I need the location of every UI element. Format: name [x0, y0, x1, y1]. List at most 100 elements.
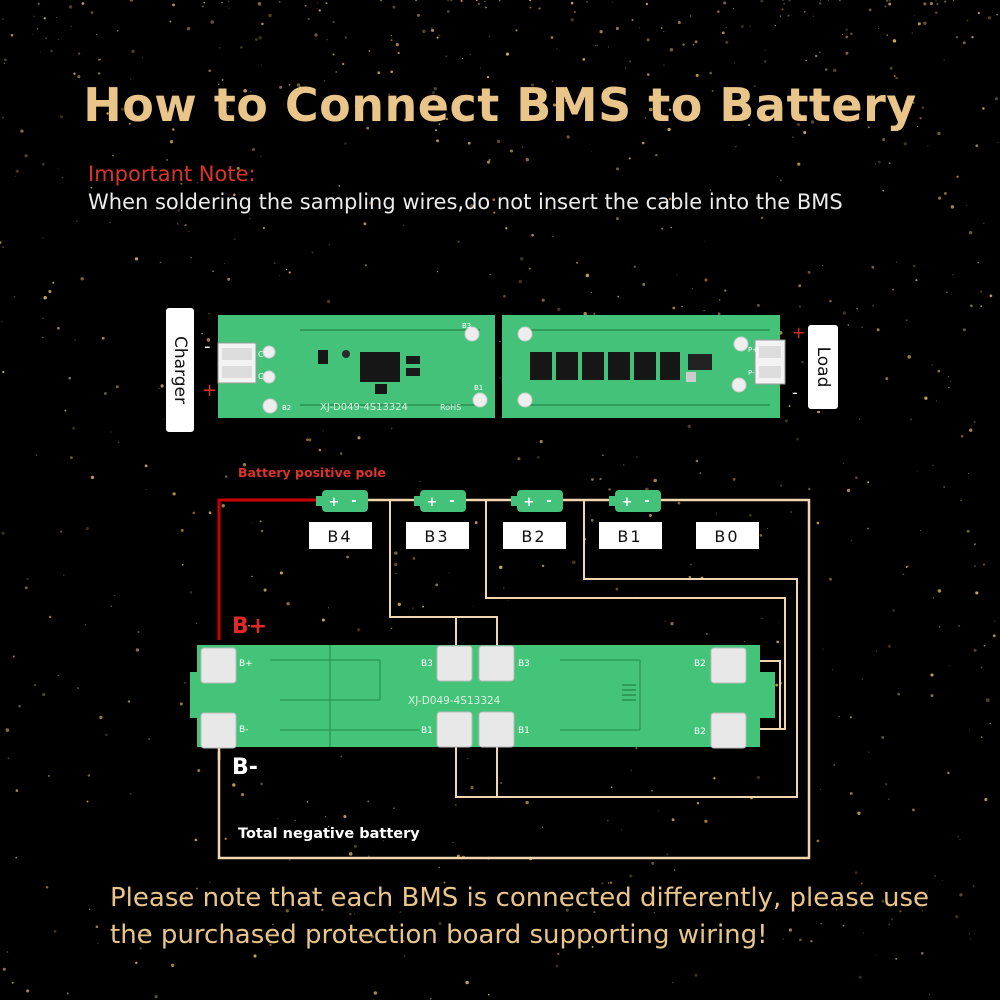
sparkle-dot	[208, 312, 210, 315]
sparkle-dot	[687, 424, 691, 429]
sparkle-dot	[636, 456, 638, 458]
sparkle-dot	[968, 729, 970, 731]
sparkle-dot	[629, 60, 632, 63]
sparkle-dot	[260, 155, 262, 157]
sparkle-dot	[15, 789, 19, 792]
sparkle-dot	[52, 281, 55, 284]
sparkle-dot	[948, 665, 950, 667]
sparkle-dot	[646, 73, 650, 76]
sparkle-dot	[713, 777, 716, 780]
sparkle-dot	[876, 328, 880, 332]
sparkle-dot	[96, 33, 98, 35]
sparkle-dot	[12, 655, 15, 658]
sparkle-dot	[438, 866, 440, 869]
sparkle-dot	[135, 208, 137, 210]
sparkle-dot	[888, 162, 891, 165]
sparkle-dot	[436, 139, 440, 143]
svg-text:B-: B-	[239, 725, 248, 735]
svg-text:B+: B+	[239, 659, 253, 669]
sparkle-dot	[660, 27, 663, 29]
sparkle-dot	[570, 18, 574, 22]
sparkle-dot	[847, 324, 850, 326]
sparkle-dot	[172, 3, 176, 7]
sparkle-dot	[749, 514, 752, 517]
sparkle-dot	[733, 7, 735, 10]
sparkle-dot	[552, 103, 557, 107]
sparkle-dot	[58, 38, 60, 40]
sparkle-dot	[321, 618, 325, 622]
sparkle-dot	[130, 793, 132, 795]
sparkle-dot	[867, 527, 869, 530]
sparkle-dot	[278, 275, 280, 277]
sparkle-dot	[653, 912, 655, 914]
sparkle-dot	[5, 728, 10, 732]
sparkle-dot	[430, 27, 433, 29]
sparkle-dot	[808, 487, 811, 491]
sparkle-dot	[177, 223, 179, 225]
sparkle-dot	[691, 288, 693, 290]
sparkle-dot	[363, 222, 367, 226]
sparkle-dot	[721, 31, 725, 35]
sparkle-dot	[887, 644, 892, 648]
sparkle-dot	[608, 488, 611, 491]
sparkle-dot	[507, 600, 509, 602]
pad-b3-left	[436, 645, 473, 682]
sparkle-dot	[825, 68, 828, 71]
sparkle-dot	[326, 299, 331, 304]
sparkle-dot	[705, 633, 708, 635]
sparkle-dot	[261, 22, 264, 26]
sparkle-dot	[912, 808, 915, 812]
sparkle-dot	[938, 196, 942, 200]
sparkle-dot	[42, 336, 44, 339]
sparkle-dot	[339, 452, 343, 455]
pad-b3-top-board	[464, 326, 480, 342]
cell-label-b0: B0	[714, 527, 739, 546]
sparkle-dot	[767, 528, 769, 530]
sparkle-dot	[1, 321, 3, 323]
sparkle-dot	[973, 420, 976, 424]
sparkle-dot	[117, 441, 120, 444]
sparkle-dot	[861, 678, 863, 680]
sparkle-dot	[989, 294, 993, 298]
sparkle-dot	[135, 961, 138, 965]
sparkle-dot	[510, 149, 513, 153]
sparkle-dot	[338, 184, 341, 187]
sparkle-dot	[43, 17, 46, 20]
sparkle-dot	[57, 674, 59, 677]
sparkle-dot	[895, 76, 898, 80]
sparkle-dot	[283, 938, 285, 940]
sparkle-dot	[725, 27, 727, 28]
battery-cell-b4: + -	[316, 490, 368, 512]
pad-b1-right	[478, 711, 515, 748]
sparkle-dot	[980, 290, 983, 293]
sparkle-dot	[251, 461, 253, 463]
sparkle-dot	[818, 51, 821, 54]
sparkle-dot	[871, 265, 875, 269]
sparkle-dot	[856, 308, 858, 310]
svg-text:P+: P+	[748, 346, 758, 354]
sparkle-dot	[68, 5, 73, 9]
sparkle-dot	[779, 484, 783, 487]
sparkle-dot	[565, 908, 569, 912]
sparkle-dot	[972, 884, 975, 887]
sparkle-dot	[457, 240, 460, 243]
sparkle-dot	[641, 141, 645, 145]
sparkle-dot	[518, 279, 523, 284]
battery-cell-b3: + -	[414, 490, 466, 512]
sparkle-dot	[609, 881, 613, 885]
sparkle-dot	[586, 0, 588, 3]
sparkle-dot	[90, 475, 95, 480]
sparkle-dot	[528, 267, 531, 270]
sparkle-dot	[615, 26, 619, 31]
sparkle-dot	[542, 826, 544, 828]
sparkle-dot	[850, 32, 853, 35]
sparkle-dot	[344, 36, 347, 39]
sparkle-dot	[184, 896, 189, 900]
sparkle-dot	[412, 607, 414, 609]
sparkle-dot	[692, 43, 695, 46]
sparkle-dot	[279, 85, 283, 89]
sparkle-dot	[311, 251, 314, 254]
sparkle-dot	[120, 209, 123, 211]
sparkle-dot	[888, 2, 892, 6]
sparkle-dot	[1, 17, 4, 20]
